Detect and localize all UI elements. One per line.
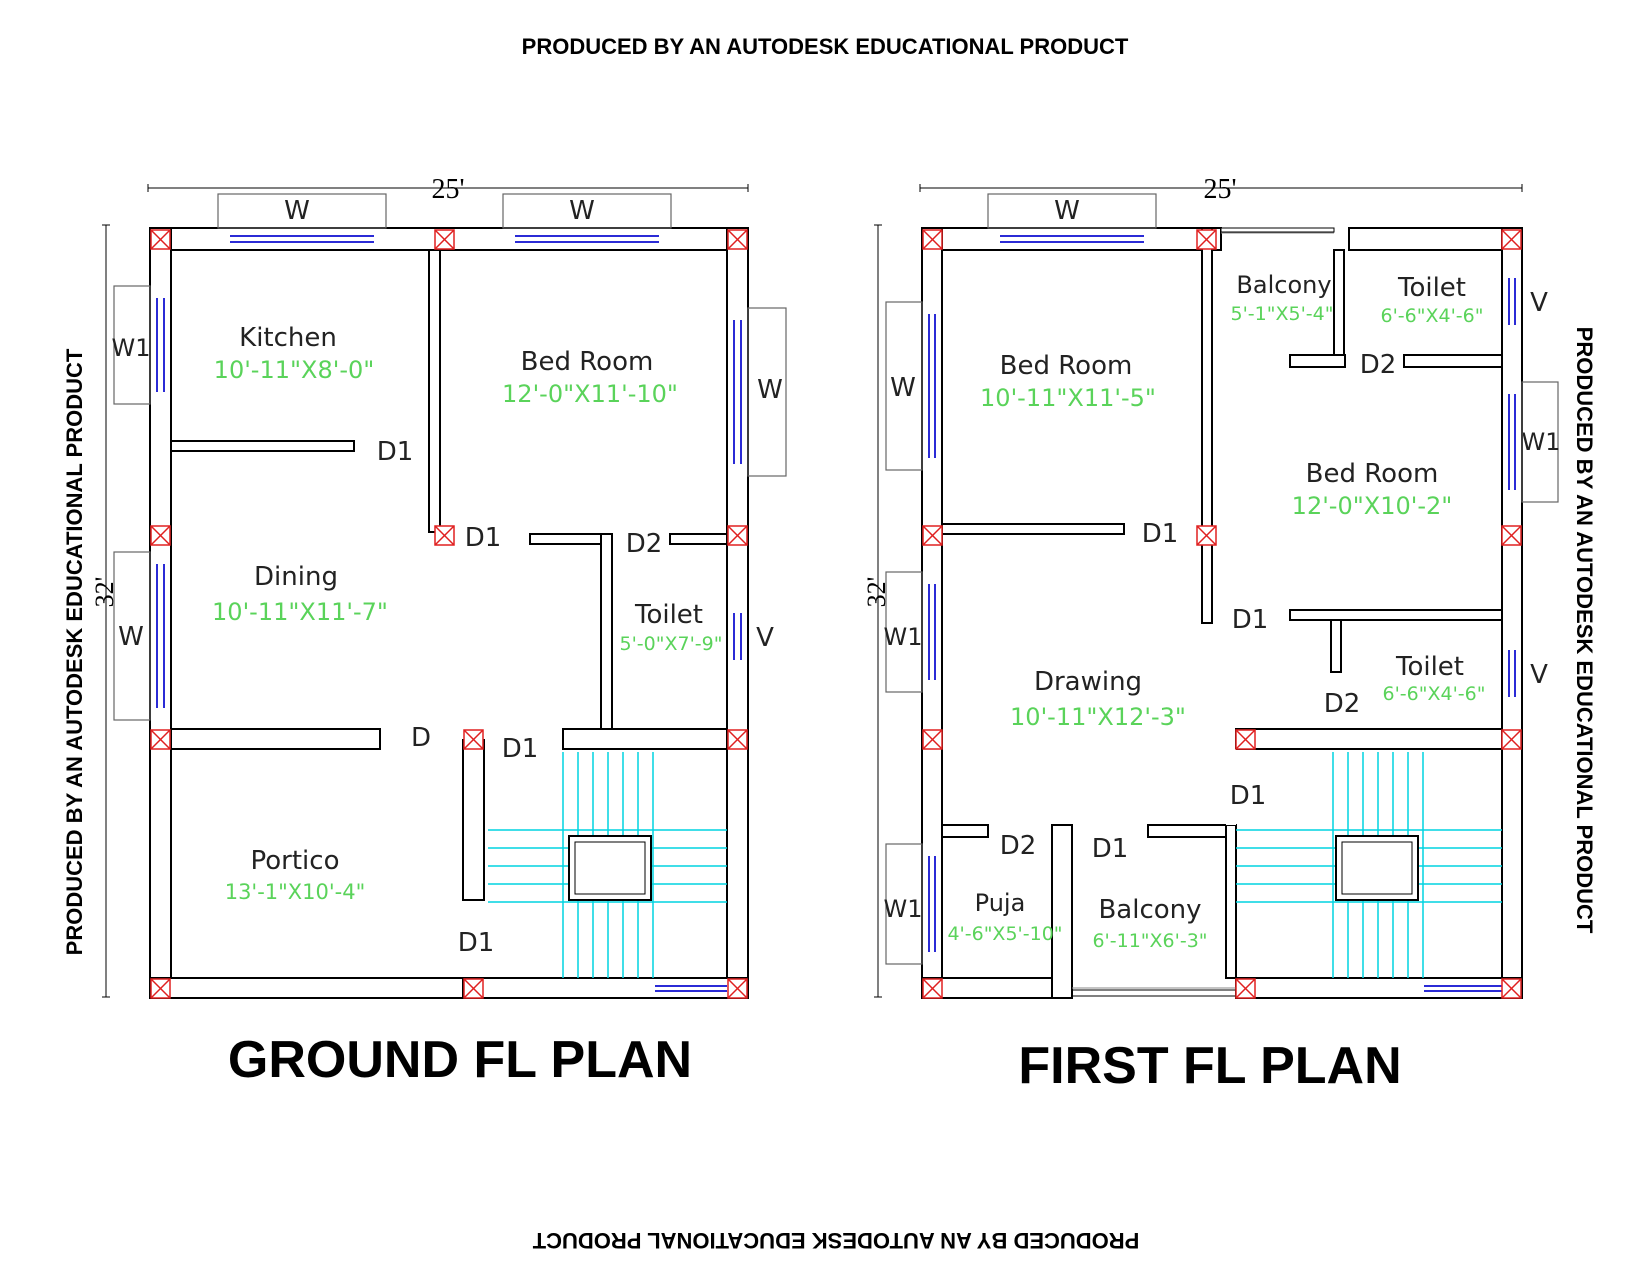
first-label-v2: V — [1530, 660, 1548, 690]
ground-label-d1-b: D1 — [465, 523, 502, 553]
first-balcony2-size: 6'-11"X6'-3" — [1092, 930, 1207, 952]
ground-label-w-top1: W — [284, 196, 310, 226]
first-floor-plan — [874, 184, 1559, 999]
watermark-right: PRODUCED BY AN AUTODESK EDUCATIONAL PROD… — [1572, 327, 1597, 934]
ground-label-d: D — [411, 723, 431, 753]
ground-height-dimension — [102, 224, 110, 998]
first-balcony2-name: Balcony — [1098, 895, 1201, 925]
ground-kitchen-name: Kitchen — [239, 323, 337, 353]
ground-portico-size: 13'-1"X10'-4" — [225, 880, 366, 904]
first-label-d1-d: D1 — [1092, 834, 1129, 864]
ground-toilet-size: 5'-0"X7'-9" — [619, 633, 722, 655]
first-toilet2-name: Toilet — [1395, 652, 1464, 682]
first-toilet1-size: 6'-6"X4'-6" — [1380, 305, 1483, 327]
ground-floor-plan — [102, 184, 787, 999]
first-label-w-top: W — [1054, 196, 1080, 226]
first-label-d2-a: D2 — [1360, 350, 1397, 380]
ground-label-d1-c: D1 — [502, 734, 539, 764]
ground-kitchen-size: 10'-11"X8'-0" — [214, 356, 375, 384]
first-drawing-size: 10'-11"X12'-3" — [1010, 703, 1186, 731]
ground-dining-name: Dining — [254, 562, 338, 592]
ground-label-w-top2: W — [569, 196, 595, 226]
first-width-dimension — [919, 184, 1523, 192]
first-label-d1-a: D1 — [1142, 519, 1179, 549]
first-toilet2-size: 6'-6"X4'-6" — [1382, 683, 1485, 705]
ground-label-w-left: W — [118, 622, 144, 652]
first-label-d2-b: D2 — [1324, 689, 1361, 719]
first-drawing-name: Drawing — [1034, 667, 1142, 697]
ground-walls — [149, 227, 749, 999]
ground-window-boxes — [113, 193, 787, 721]
first-width-label: 25' — [1203, 174, 1236, 205]
ground-width-label: 25' — [431, 174, 464, 205]
first-label-d2-c: D2 — [1000, 831, 1037, 861]
first-label-d1-b: D1 — [1232, 605, 1269, 635]
ground-height-label: 32' — [90, 577, 119, 608]
first-bedroom2-size: 12'-0"X10'-2" — [1292, 492, 1453, 520]
first-rails — [1072, 232, 1334, 989]
ground-label-d1-a: D1 — [377, 437, 414, 467]
first-bedroom1-size: 10'-11"X11'-5" — [980, 384, 1156, 412]
first-label-w-left: W — [890, 373, 916, 403]
first-toilet1-name: Toilet — [1397, 273, 1466, 303]
ground-staircase — [488, 752, 727, 978]
first-label-w1-left: W1 — [884, 623, 923, 651]
first-stair-well — [1335, 835, 1419, 901]
first-puja-size: 4'-6"X5'-10" — [947, 923, 1062, 945]
first-bedroom2-name: Bed Room — [1306, 459, 1439, 489]
ground-label-d1-d: D1 — [458, 928, 495, 958]
ground-label-v: V — [756, 623, 774, 653]
first-label-d1-c: D1 — [1230, 781, 1267, 811]
first-window-boxes — [885, 193, 1559, 965]
first-height-label: 32' — [862, 577, 891, 608]
ground-label-w1-left: W1 — [112, 334, 151, 362]
first-walls — [921, 227, 1523, 999]
ground-dining-size: 10'-11"X11'-7" — [212, 598, 388, 626]
ground-bedroom-name: Bed Room — [521, 347, 654, 377]
first-windows — [928, 235, 1516, 992]
first-puja-name: Puja — [975, 889, 1026, 917]
first-bedroom1-name: Bed Room — [1000, 351, 1133, 381]
watermark-top: PRODUCED BY AN AUTODESK EDUCATIONAL PROD… — [522, 34, 1129, 59]
first-label-w1-left2: W1 — [884, 895, 923, 923]
first-height-dimension — [874, 224, 882, 998]
first-label-w1-right: W1 — [1522, 428, 1561, 456]
ground-toilet-name: Toilet — [634, 600, 703, 630]
ground-label-d2: D2 — [626, 529, 663, 559]
first-columns — [922, 229, 1522, 999]
first-balcony1-name: Balcony — [1236, 271, 1331, 299]
first-plan-title: FIRST FL PLAN — [1018, 1037, 1401, 1095]
ground-windows — [156, 235, 742, 992]
watermark-bottom: PRODUCED BY AN AUTODESK EDUCATIONAL PROD… — [532, 1228, 1139, 1253]
ground-portico-name: Portico — [251, 846, 340, 876]
ground-plan-title: GROUND FL PLAN — [228, 1031, 692, 1089]
watermark-left: PRODUCED BY AN AUTODESK EDUCATIONAL PROD… — [62, 348, 87, 955]
ground-width-dimension — [147, 184, 749, 192]
ground-bedroom-size: 12'-0"X11'-10" — [502, 380, 678, 408]
first-label-v1: V — [1530, 288, 1548, 318]
ground-columns — [150, 229, 748, 999]
first-balcony1-size: 5'-1"X5'-4" — [1230, 303, 1333, 325]
ground-label-w-right: W — [757, 375, 783, 405]
ground-stair-well — [568, 835, 652, 901]
